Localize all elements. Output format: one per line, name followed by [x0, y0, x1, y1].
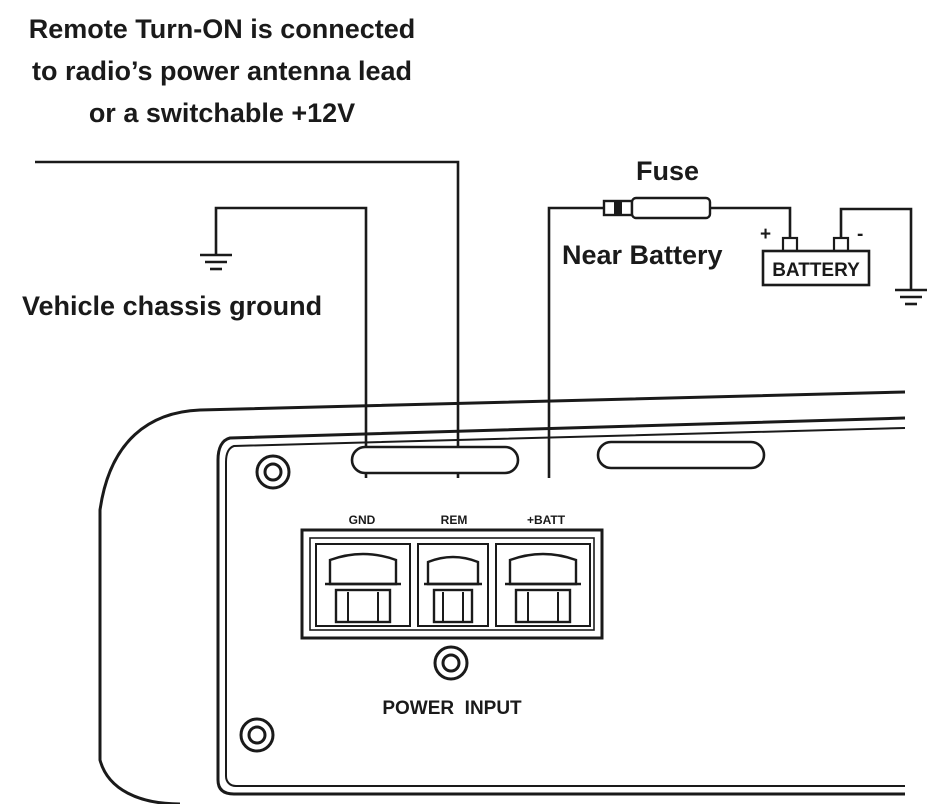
- chassis-ground-label: Vehicle chassis ground: [22, 291, 322, 321]
- battery-symbol: [761, 236, 871, 287]
- remote-caption-line2: to radio’s power antenna lead: [32, 56, 412, 86]
- terminal-batt-label: +BATT: [527, 513, 566, 527]
- battery-ground-symbol: [895, 288, 927, 306]
- remote-caption-line1: Remote Turn-ON is connected: [29, 14, 416, 44]
- near-battery-label: Near Battery: [562, 240, 723, 270]
- screw-power-input: [433, 645, 469, 681]
- vent-slot-left: [350, 445, 520, 475]
- terminal-gnd-label: GND: [349, 513, 376, 527]
- amplifier-body: [98, 390, 906, 806]
- screw-top-left: [255, 454, 291, 490]
- battery-label: BATTERY: [772, 260, 860, 281]
- terminal-batt: [495, 543, 591, 627]
- batt-wire-left: [547, 206, 604, 478]
- battery-ground-wire: [839, 207, 913, 290]
- batt-wire-right: [710, 206, 792, 238]
- ground-wire: [214, 206, 368, 478]
- remote-caption-line3: or a switchable +12V: [89, 98, 355, 128]
- chassis-ground-symbol: [200, 253, 232, 271]
- battery-plus-label: +: [760, 224, 771, 245]
- battery-minus-label: -: [857, 224, 863, 245]
- terminal-gnd: [315, 543, 411, 627]
- fuse-symbol: [602, 196, 712, 220]
- power-input-label: POWER INPUT: [382, 698, 522, 719]
- terminal-rem: [417, 543, 489, 627]
- terminal-rem-label: REM: [441, 513, 468, 527]
- remote-wire: [35, 160, 460, 478]
- fuse-label: Fuse: [636, 156, 699, 186]
- vent-slot-right: [596, 440, 766, 470]
- screw-bottom-left: [239, 717, 275, 753]
